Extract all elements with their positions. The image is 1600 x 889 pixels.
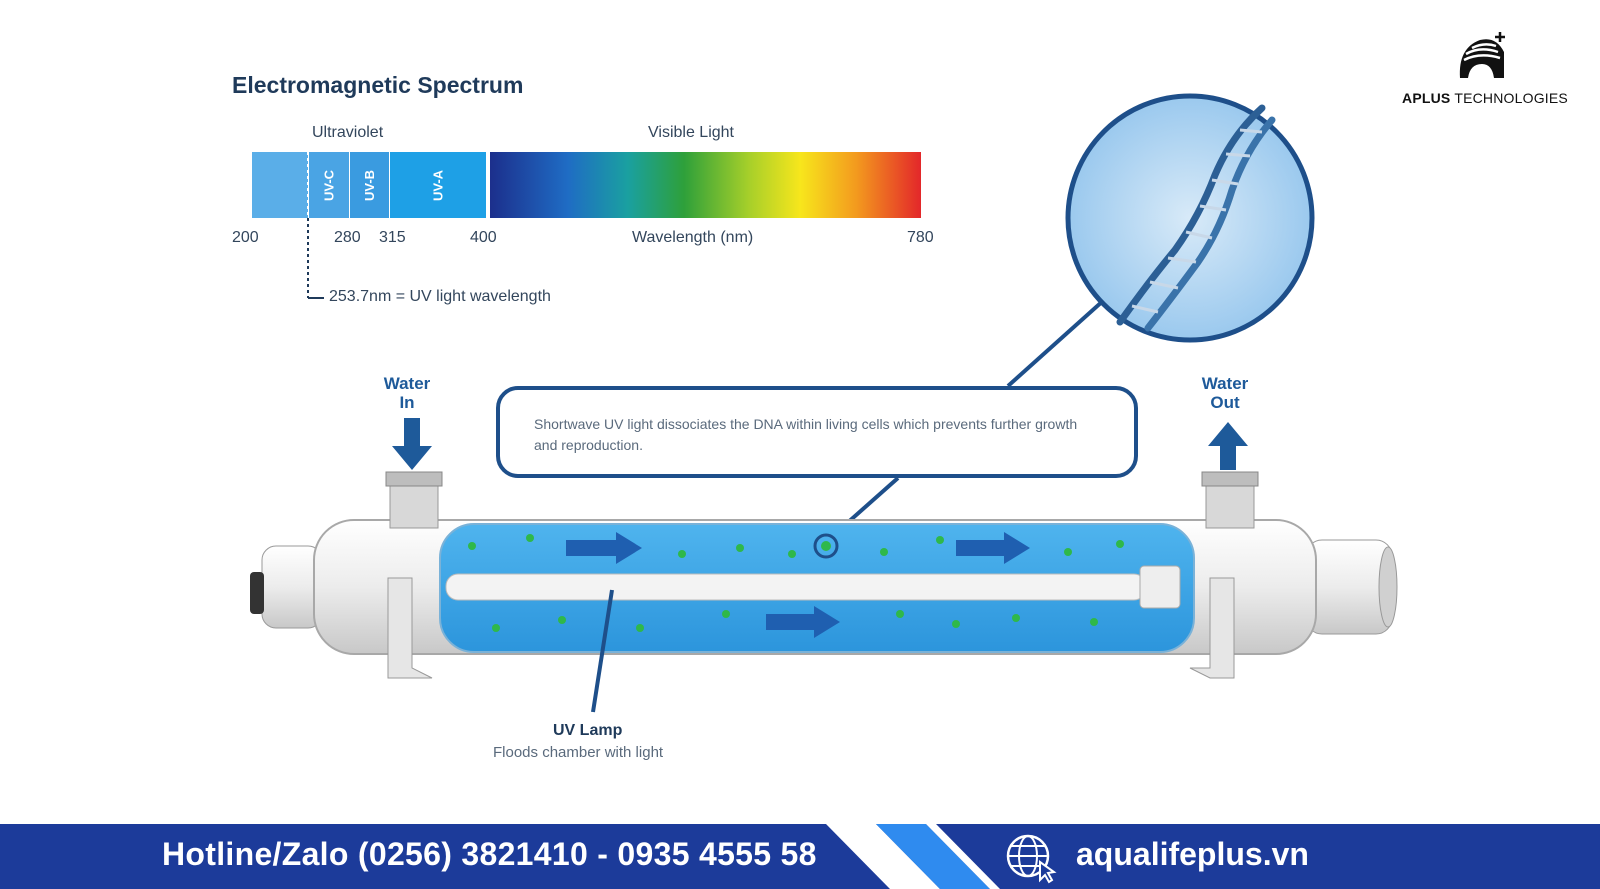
- dna-callout: Shortwave UV light dissociates the DNA w…: [496, 386, 1138, 478]
- spectrum-title: Electromagnetic Spectrum: [232, 72, 524, 98]
- uv-lamp-title: UV Lamp: [553, 722, 623, 739]
- uv-lamp-subtitle: Floods chamber with light: [493, 744, 664, 761]
- dna-magnifier: [1065, 93, 1315, 343]
- globe-icon: [1006, 834, 1057, 884]
- visible-light-label: Visible Light: [648, 124, 734, 141]
- hotline-text[interactable]: Hotline/Zalo (0256) 3821410 - 0935 4555 …: [162, 836, 817, 872]
- water-in-arrow: [392, 418, 432, 470]
- uv-wavelength-note: 253.7nm = UV light wavelength: [329, 288, 551, 305]
- ultraviolet-label: Ultraviolet: [312, 124, 384, 141]
- bacteria-dots: [468, 534, 1124, 632]
- uv-chamber: [250, 471, 1398, 679]
- brand-name: APLUS TECHNOLOGIES: [1402, 90, 1568, 106]
- tick-280: 280: [334, 229, 361, 246]
- tick-400: 400: [470, 229, 497, 246]
- tick-780: 780: [907, 229, 934, 246]
- tick-200: 200: [232, 229, 259, 246]
- tick-315: 315: [379, 229, 406, 246]
- water-out-arrow: [1208, 422, 1248, 470]
- lamp-pointer: [591, 589, 614, 713]
- website-link[interactable]: aqualifeplus.vn: [1076, 836, 1309, 872]
- wavelength-label: Wavelength (nm): [632, 229, 754, 246]
- flow-arrows: [566, 532, 1030, 638]
- highlighted-cell: [813, 533, 839, 559]
- footer-bar: [0, 824, 1600, 889]
- brand-logo: APLUS TECHNOLOGIES: [1390, 28, 1580, 118]
- aplus-logo-icon: [1459, 32, 1505, 78]
